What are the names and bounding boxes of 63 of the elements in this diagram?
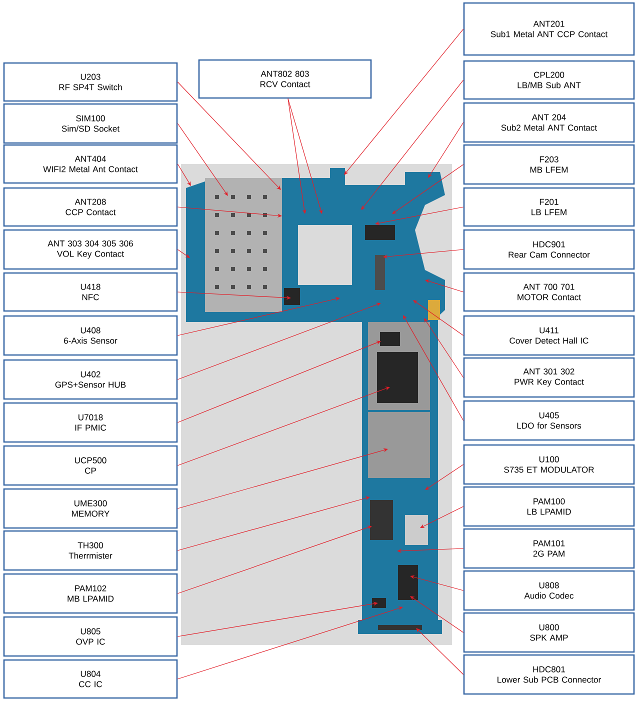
leader-line xyxy=(375,206,464,226)
leader-line xyxy=(177,496,370,551)
leader-line xyxy=(288,98,306,214)
leader-line xyxy=(397,548,464,553)
callout-box: ANT 204 Sub2 Metal ANT Contact xyxy=(463,102,635,143)
callout-box: U808 Audio Codec xyxy=(463,570,635,611)
callout-box: ANT208 CCP Contact xyxy=(3,187,178,227)
leader-line xyxy=(410,575,464,591)
callout-box: HDC801 Lower Sub PCB Connector xyxy=(463,654,635,695)
leader-line xyxy=(420,506,464,528)
callout-box: U405 LDO for Sensors xyxy=(463,400,635,441)
callout-box: ANT201 Sub1 Metal ANT CCP Contact xyxy=(463,2,635,56)
leader-line xyxy=(392,164,464,214)
leader-line xyxy=(344,28,464,175)
callout-box: U402 GPS+Sensor HUB xyxy=(3,359,178,400)
callout-box: CPL200 LB/MB Sub ANT xyxy=(463,60,635,100)
leader-line xyxy=(177,302,381,380)
callout-box: U800 SPK AMP xyxy=(463,612,635,653)
callout-box: SIM100 Sim/SD Socket xyxy=(3,103,178,144)
leader-line xyxy=(177,526,372,594)
leader-line xyxy=(177,602,378,637)
leader-line xyxy=(177,82,281,190)
callout-box: UCP500 CP xyxy=(3,445,178,486)
callout-box: U408 6-Axis Sensor xyxy=(3,315,178,356)
leader-line xyxy=(177,297,340,336)
callout-box: PAM101 2G PAM xyxy=(463,528,635,569)
callout-box: U411 Cover Detect Hall IC xyxy=(463,315,635,356)
leader-line xyxy=(413,300,464,336)
callout-box: HDC901 Rear Cam Connector xyxy=(463,229,635,270)
leader-line xyxy=(403,315,464,421)
callout-box: ANT 303 304 305 306 VOL Key Contact xyxy=(3,229,178,270)
leader-line xyxy=(416,628,464,675)
leader-line xyxy=(177,249,190,258)
callout-box: U7018 IF PMIC xyxy=(3,402,178,443)
callout-box: ANT404 WIFI2 Metal Ant Contact xyxy=(3,144,178,184)
leader-line xyxy=(177,164,191,186)
callout-box: PAM102 MB LPAMID xyxy=(3,573,178,614)
callout-box: U804 CC IC xyxy=(3,659,178,699)
leader-line xyxy=(425,464,464,490)
callout-box: F201 LB LFEM xyxy=(463,187,635,227)
callout-box: U100 S735 ET MODULATOR xyxy=(463,444,635,485)
leader-line xyxy=(177,386,390,466)
leader-line xyxy=(177,123,228,196)
callout-box: UME300 MEMORY xyxy=(3,488,178,529)
callout-box: PAM100 LB LPAMID xyxy=(463,486,635,527)
leader-line xyxy=(361,80,464,210)
callout-box: ANT 700 701 MOTOR Contact xyxy=(463,272,635,312)
leader-line xyxy=(177,606,403,680)
callout-box: U805 OVP IC xyxy=(3,616,178,657)
callout-box: TH300 Therrmister xyxy=(3,530,178,571)
callout-box: U203 RF SP4T Switch xyxy=(3,62,178,102)
pcb-photo-drawing xyxy=(181,164,452,645)
leader-line xyxy=(424,318,464,378)
leader-line xyxy=(410,596,464,633)
leader-line xyxy=(177,448,388,509)
callout-box: F203 MB LFEM xyxy=(463,144,635,185)
callout-box: ANT802 803 RCV Contact xyxy=(198,59,372,99)
leader-line xyxy=(383,249,464,259)
leader-line xyxy=(428,122,464,178)
leader-line xyxy=(177,340,381,423)
leader-line xyxy=(288,98,323,214)
callout-box: U418 NFC xyxy=(3,272,178,312)
callout-box: ANT 301 302 PWR Key Contact xyxy=(463,357,635,398)
